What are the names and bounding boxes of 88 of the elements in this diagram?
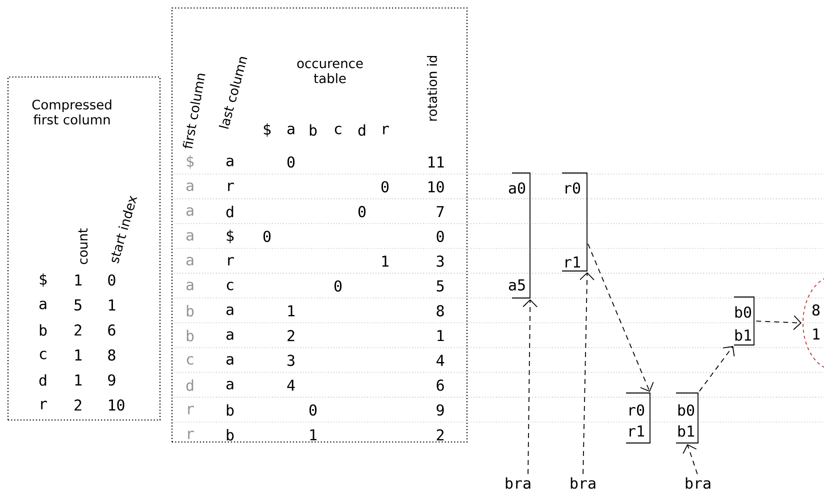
column-header: start index bbox=[111, 195, 138, 264]
arrow bbox=[522, 299, 538, 474]
table-cell: 4 bbox=[436, 354, 444, 366]
table-cell: a bbox=[186, 182, 194, 192]
table-cell: a bbox=[226, 306, 234, 316]
table-cell: b bbox=[226, 429, 234, 441]
column-header: c bbox=[334, 126, 342, 134]
table-cell: 7 bbox=[436, 206, 444, 218]
table-cell: a bbox=[186, 256, 194, 266]
column-header: r bbox=[383, 126, 389, 134]
query-text: bra bbox=[506, 477, 530, 489]
table-cell: 0 bbox=[334, 280, 342, 292]
table-cell: r bbox=[41, 400, 47, 410]
table-cell: 1 bbox=[75, 374, 82, 386]
arrow bbox=[698, 346, 735, 392]
query-text: bra bbox=[570, 477, 596, 489]
table-cell: a bbox=[226, 331, 234, 340]
table-cell: 9 bbox=[436, 404, 444, 416]
table-cell: 8 bbox=[108, 349, 116, 361]
column-header: b bbox=[310, 124, 317, 136]
table-cell: a bbox=[226, 158, 234, 166]
range-bracket: a0 a5 bbox=[508, 172, 530, 298]
table-cell: a bbox=[186, 282, 194, 290]
table-cell: r bbox=[188, 430, 194, 439]
table-cell: r bbox=[228, 257, 234, 266]
table-cell: b bbox=[186, 305, 194, 317]
table-cell: a bbox=[226, 356, 234, 365]
table-cell: d bbox=[39, 374, 46, 386]
table-cell: 0 bbox=[263, 230, 271, 242]
table-cell: 10 bbox=[109, 399, 124, 411]
table-cell: a bbox=[186, 232, 194, 241]
table-cell: 8 bbox=[436, 305, 444, 316]
arrow bbox=[682, 444, 698, 475]
table-cell: 0 bbox=[287, 156, 295, 168]
table-cell: 0 bbox=[436, 230, 444, 242]
arrow bbox=[756, 315, 802, 330]
table-cell: 2 bbox=[436, 429, 444, 440]
table-cell: 0 bbox=[358, 206, 366, 218]
query-text: bra bbox=[686, 477, 710, 489]
table-cell: c bbox=[226, 282, 234, 290]
table-cell: 0 bbox=[381, 181, 389, 192]
column-header: a bbox=[287, 126, 294, 134]
table-cell: 0 bbox=[108, 274, 116, 286]
table-cell: b bbox=[186, 330, 194, 342]
table-cell: 4 bbox=[287, 380, 295, 391]
table-cell: 1 bbox=[438, 330, 444, 342]
table-cell: b bbox=[40, 324, 47, 336]
table-cell: d bbox=[186, 379, 194, 391]
table-cell: 10 bbox=[428, 181, 444, 192]
table-cell: 0 bbox=[309, 404, 317, 416]
table-cell: r bbox=[228, 182, 234, 191]
arrow bbox=[580, 272, 594, 474]
table-cell: 1 bbox=[109, 300, 116, 310]
table-cell: 1 bbox=[75, 274, 82, 286]
table-cell: c bbox=[186, 356, 194, 365]
table-cell: r bbox=[188, 406, 194, 414]
table-cell: 3 bbox=[436, 256, 444, 267]
table-cell: 5 bbox=[436, 280, 444, 292]
table-cell: 2 bbox=[74, 324, 82, 336]
table-cell: 1 bbox=[382, 256, 388, 267]
table-cell: 2 bbox=[74, 399, 82, 411]
arrow bbox=[588, 243, 654, 392]
range-bracket: b0 b1 bbox=[676, 392, 698, 444]
range-bracket: r0 r1 bbox=[626, 392, 650, 444]
table-cell: 11 bbox=[428, 156, 444, 168]
range-bracket: b0 b1 bbox=[734, 296, 754, 346]
table-cell: 1 bbox=[310, 429, 316, 440]
table-cell: a bbox=[226, 380, 234, 390]
table-cell: $ bbox=[186, 155, 194, 169]
range-bracket: r0 r1 bbox=[562, 172, 588, 272]
table-cell: 5 bbox=[74, 299, 82, 311]
table-cell: 9 bbox=[108, 374, 116, 386]
table-cell: d bbox=[226, 206, 234, 218]
table-cell: a bbox=[39, 300, 46, 310]
table-cell: 6 bbox=[108, 324, 116, 336]
table-cell: $ bbox=[226, 230, 234, 244]
table-cell: 2 bbox=[288, 330, 294, 342]
table-cell: c bbox=[40, 350, 46, 360]
table-cell: 6 bbox=[436, 380, 444, 391]
table-cell: b bbox=[226, 404, 234, 416]
column-header: d bbox=[358, 124, 366, 136]
table-cell: 3 bbox=[288, 354, 294, 366]
column-header: count bbox=[78, 228, 88, 264]
table-cell: a bbox=[186, 207, 194, 216]
column-header: $ bbox=[264, 123, 271, 137]
table-cell: 1 bbox=[288, 305, 294, 316]
table-cell: $ bbox=[40, 273, 47, 287]
table-cell: 1 bbox=[75, 350, 82, 360]
